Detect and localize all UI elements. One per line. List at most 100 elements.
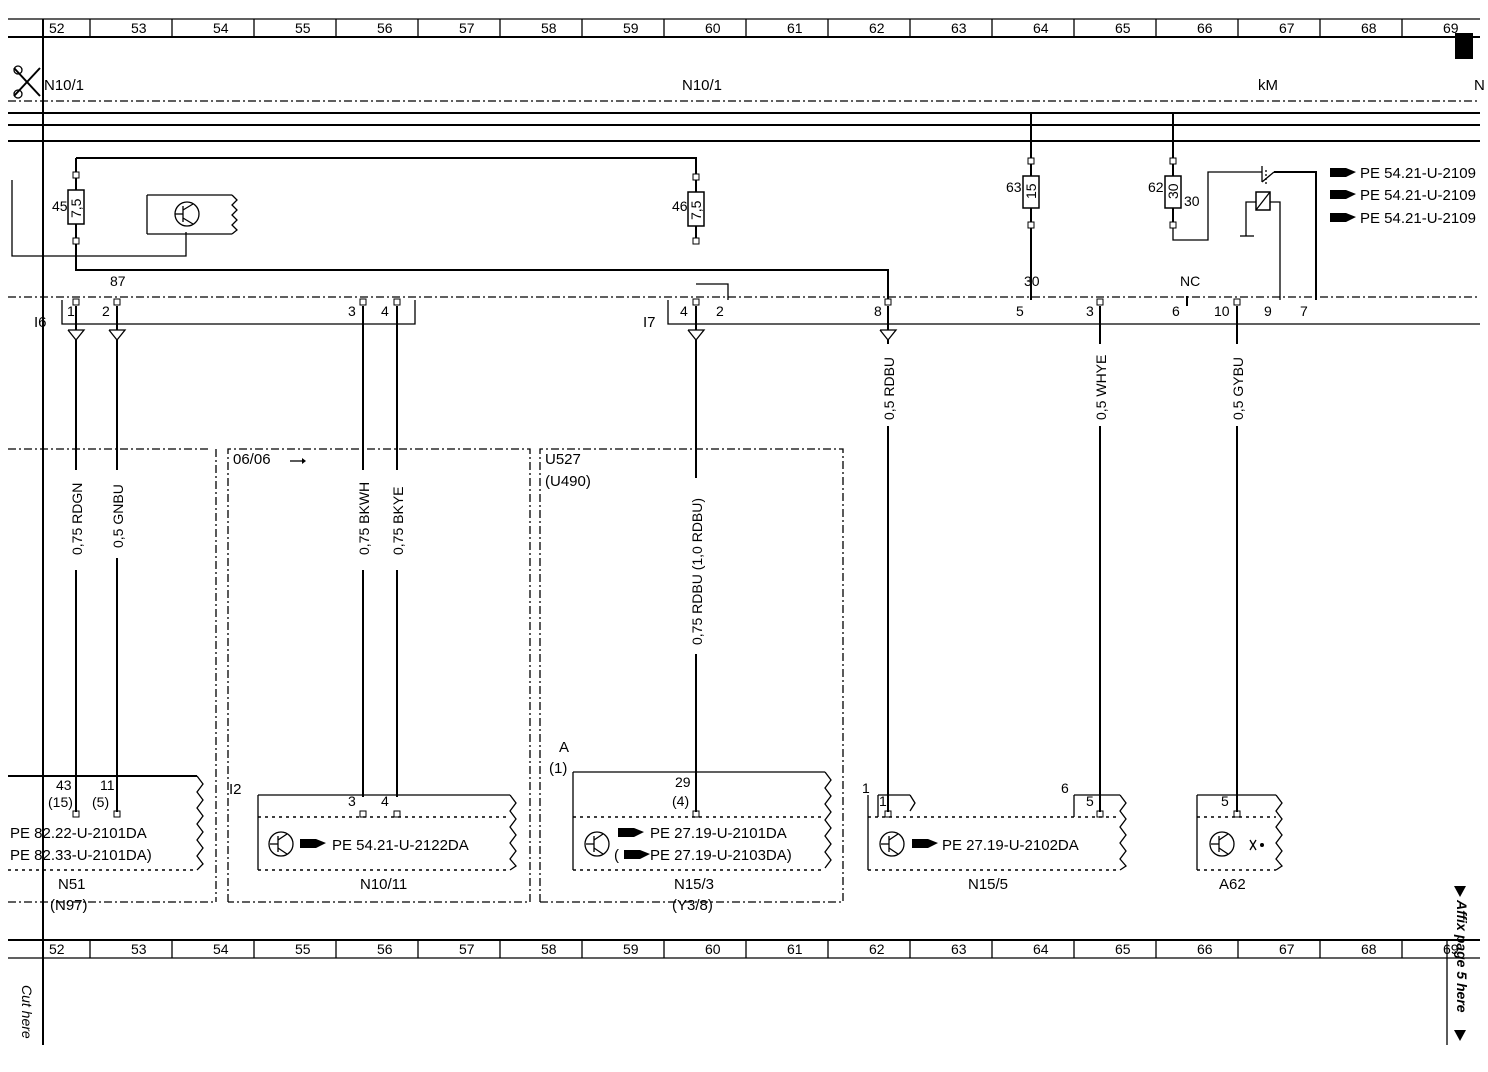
n153-pin-4: (4) — [672, 793, 689, 809]
n153-alt: (Y3/8) — [672, 897, 713, 914]
pointer-hand-icon — [1330, 190, 1356, 199]
component-n51: 43 11 (15) (5) PE 82.22-U-2101DA PE 82.3… — [8, 775, 204, 914]
bottom-grid-number: 56 — [377, 941, 393, 957]
a-label: A — [559, 739, 569, 756]
pin-10: 10 — [1214, 303, 1230, 319]
n51-name: N51 — [58, 876, 86, 893]
relay-terminal-87: 87 — [110, 273, 126, 289]
top-grid-number: 66 — [1197, 20, 1213, 36]
top-grid-number: 52 — [49, 20, 65, 36]
pin-terminal — [393, 810, 401, 818]
n51-alt: (N97) — [50, 897, 88, 914]
a62-pin-5: 5 — [1221, 793, 1229, 809]
n155-outer-pin-1: 1 — [862, 780, 870, 796]
top-grid-number: 69 — [1443, 20, 1459, 36]
pointer-hand-icon — [912, 839, 938, 848]
pin-6: 6 — [1172, 303, 1180, 319]
wire-runs — [75, 270, 1238, 812]
pin-terminal — [393, 298, 401, 306]
bottom-grid-number: 55 — [295, 941, 311, 957]
pin-terminal — [692, 298, 700, 306]
cut-here-note: Cut here — [19, 985, 35, 1039]
top-grid-number: 55 — [295, 20, 311, 36]
bottom-grid-number: 61 — [787, 941, 803, 957]
i7-pin-4: 4 — [680, 303, 688, 319]
connector-i6: I6 1 2 3 4 — [34, 303, 389, 331]
bottom-grid-number: 68 — [1361, 941, 1377, 957]
header-edge-label: N — [1474, 77, 1485, 94]
fuse-62-number: 62 — [1148, 179, 1164, 195]
relay-km — [1240, 166, 1317, 300]
n1011-name: N10/11 — [360, 876, 407, 893]
fuse-63-number: 63 — [1006, 179, 1022, 195]
top-grid-number: 53 — [131, 20, 147, 36]
fuse-46: 46 7,5 — [672, 173, 705, 245]
header-left-label: N10/1 — [44, 77, 84, 94]
power-bus — [8, 112, 1480, 142]
connector-right-pins: 30 NC 5 3 6 10 9 7 — [1016, 273, 1308, 319]
top-grid-number: 60 — [705, 20, 721, 36]
pointer-hand-icon — [624, 850, 650, 859]
svg-text:(: ( — [614, 847, 619, 864]
connector-i7-label: I7 — [643, 314, 656, 331]
top-grid-number: 56 — [377, 20, 393, 36]
variant-boxes: 06/06 U527 (U490) A (1) I2 — [8, 448, 844, 903]
top-grid-number: 61 — [787, 20, 803, 36]
scissors-icon — [13, 65, 41, 99]
triangle-down-icon — [1454, 1030, 1466, 1041]
bottom-grid-number: 65 — [1115, 941, 1131, 957]
bottom-grid-number: 67 — [1279, 941, 1295, 957]
i6-pin-1: 1 — [67, 303, 75, 319]
fuse-45-number: 45 — [52, 198, 68, 214]
component-n15-3: 29 (4) PE 27.19-U-2101DA ( PE 27.19-U-21… — [572, 771, 832, 914]
transistor-icon — [268, 831, 294, 857]
i7-pin-2: 2 — [716, 303, 724, 319]
top-grid-number: 54 — [213, 20, 229, 36]
top-grid-number: 63 — [951, 20, 967, 36]
header-center-label: N10/1 — [682, 77, 722, 94]
a-num: (1) — [549, 760, 567, 777]
connector-arrow — [687, 329, 706, 342]
version-label: 06/06 — [233, 451, 271, 468]
triangle-down-icon — [1454, 886, 1466, 897]
pin-nc: NC — [1180, 273, 1200, 289]
pointer-hand-icon — [618, 828, 644, 837]
i6-pin-4: 4 — [381, 303, 389, 319]
relay-ref-1: PE 54.21-U-2109 — [1360, 165, 1476, 182]
n153-ref-2: PE 27.19-U-2103DA) — [650, 847, 792, 864]
pin-terminal — [72, 298, 80, 306]
relay-ref-3: PE 54.21-U-2109 — [1360, 210, 1476, 227]
wire-label-whye: 0,5 WHYE — [1093, 355, 1109, 420]
top-grid-number: 59 — [623, 20, 639, 36]
fuse-62-rating: 30 — [1165, 183, 1181, 199]
top-grid-number: 64 — [1033, 20, 1049, 36]
fuse-45-rating: 7,5 — [68, 198, 84, 218]
top-grid-number: 68 — [1361, 20, 1377, 36]
pin-terminal — [1096, 298, 1104, 306]
wire-label-rdbu-075: 0,75 RDBU (1,0 RDBU) — [689, 498, 705, 645]
transistor-icon — [879, 831, 905, 857]
pin-terminal — [1233, 298, 1241, 306]
n153-pin-29: 29 — [675, 774, 691, 790]
i6-pin-2: 2 — [102, 303, 110, 319]
pin-terminal — [359, 298, 367, 306]
pointer-hand-icon — [1330, 168, 1356, 177]
fuse-63-rating: 15 — [1023, 183, 1039, 199]
n51-pin-15: (15) — [48, 794, 73, 810]
n51-pin-11: 11 — [100, 777, 115, 793]
arrow-right-icon — [290, 458, 306, 464]
wire-label-rdgn: 0,75 RDGN — [69, 483, 85, 555]
pin-terminal — [884, 298, 892, 306]
transistor-module — [11, 180, 238, 257]
relay-ref-2: PE 54.21-U-2109 — [1360, 187, 1476, 204]
n155-pin-5: 5 — [1086, 793, 1094, 809]
n51-pin-5: (5) — [92, 794, 109, 810]
bottom-grid-number: 63 — [951, 941, 967, 957]
n153-name: N15/3 — [674, 876, 714, 893]
pointer-hand-icon — [1330, 213, 1356, 222]
transistor-icon — [584, 831, 610, 857]
top-grid-number: 67 — [1279, 20, 1295, 36]
fuse-45: 45 7,5 — [52, 171, 85, 245]
pin-3: 3 — [1086, 303, 1094, 319]
